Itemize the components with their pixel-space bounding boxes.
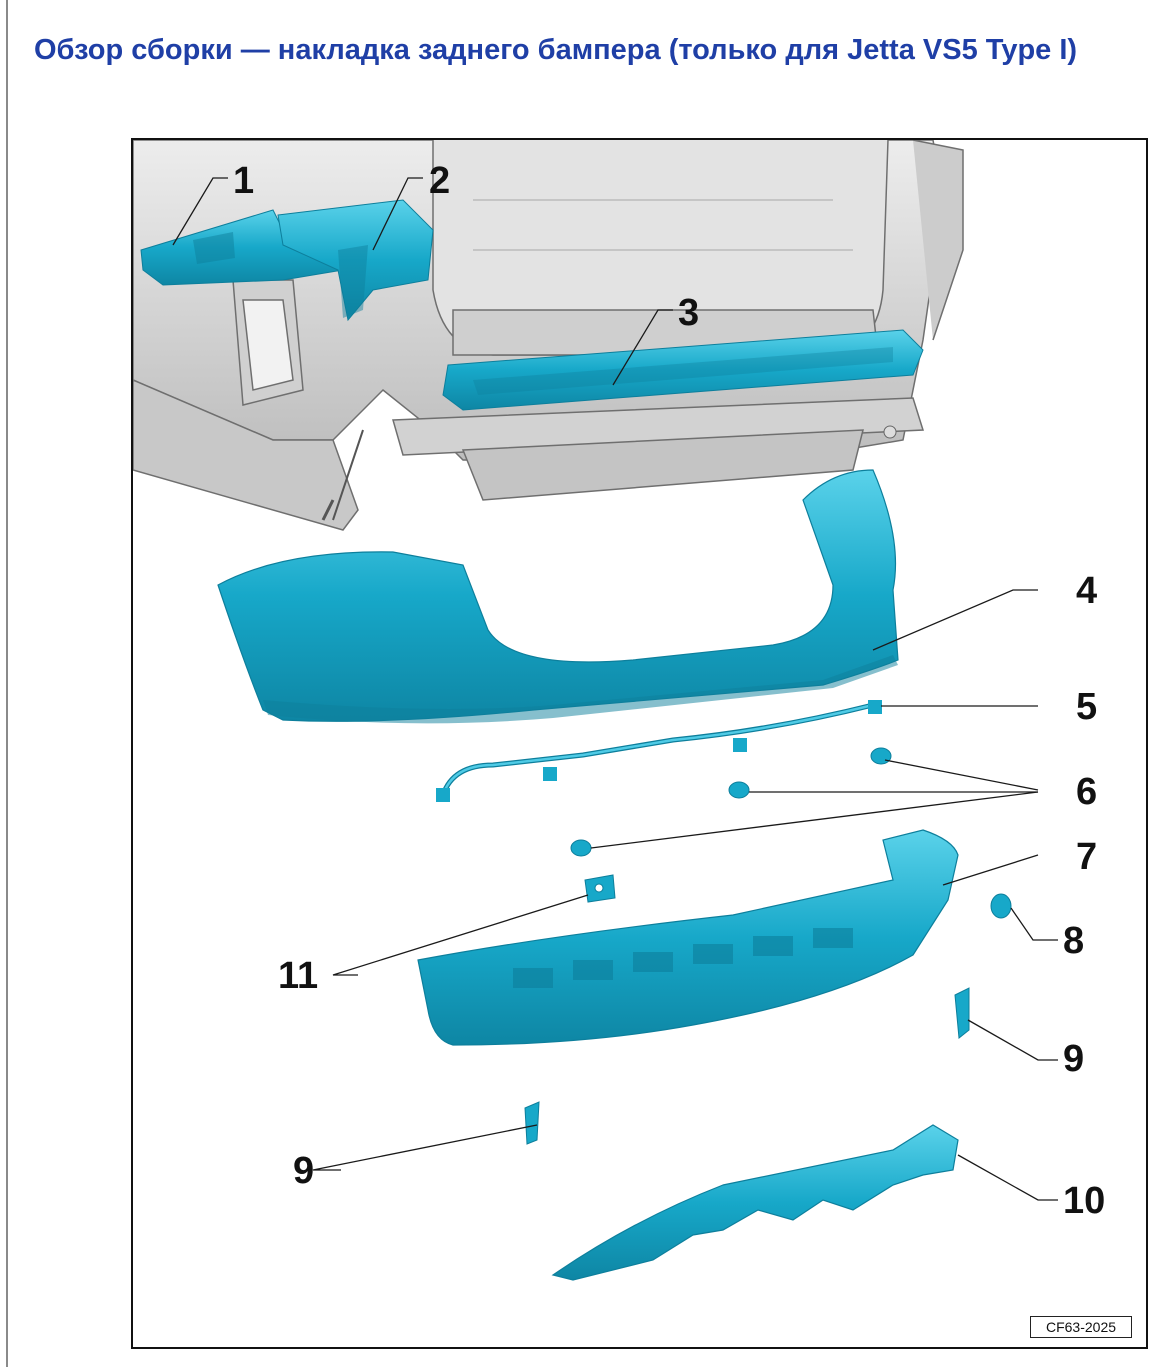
part-10-diffuser-trim <box>551 1124 959 1281</box>
part-5-wiring-harness <box>436 700 882 802</box>
callout-10: 10 <box>1063 1180 1106 1222</box>
callout-leader-lines <box>172 177 1058 1201</box>
left-margin-rule <box>6 0 8 1367</box>
callout-2: 2 <box>429 160 451 202</box>
page-title: Обзор сборки — накладка заднего бампера … <box>34 34 1078 66</box>
callout-8: 8 <box>1063 920 1085 962</box>
exploded-view-drawing <box>133 140 1058 1281</box>
callout-3: 3 <box>678 292 700 334</box>
callout-4: 4 <box>1076 570 1098 612</box>
callout-7: 7 <box>1076 836 1098 878</box>
callout-6: 6 <box>1076 771 1098 813</box>
part-6-parking-sensors <box>570 747 892 857</box>
callout-9-right: 9 <box>1063 1038 1085 1080</box>
part-9-bracket-clips <box>524 987 970 1145</box>
part-7-lower-trim <box>417 829 959 1046</box>
callout-9-left: 9 <box>293 1150 315 1192</box>
part-3-upper-absorber <box>442 329 924 411</box>
callout-5: 5 <box>1076 686 1098 728</box>
part-4-bumper-cover <box>217 469 899 724</box>
figure-code-label: CF63-2025 <box>1030 1316 1132 1338</box>
part-8-cap <box>990 893 1012 919</box>
callout-11: 11 <box>278 955 319 997</box>
callout-1: 1 <box>233 160 255 202</box>
part-1-bracket-left <box>140 209 344 286</box>
rear-crossmember <box>392 397 925 501</box>
part-2-bracket-center <box>277 199 434 322</box>
exploded-view-figure: 1 2 3 4 5 6 7 8 9 9 10 11 CF63-2025 <box>131 138 1148 1349</box>
part-11-bracket-plate <box>584 874 616 903</box>
